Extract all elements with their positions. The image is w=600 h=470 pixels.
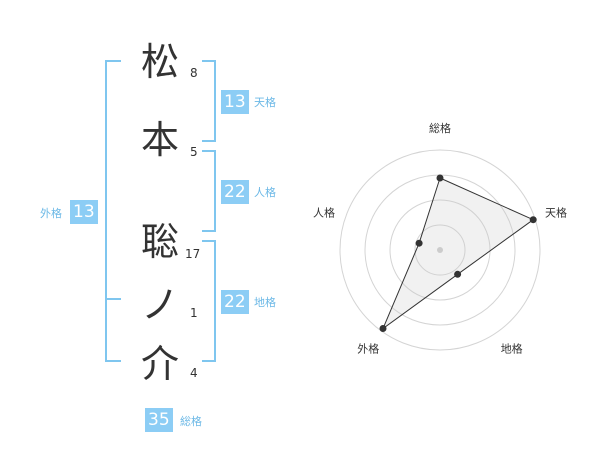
radar-axis-label-0: 総格 xyxy=(429,121,451,135)
radar-point-2 xyxy=(454,270,462,278)
gaikaku-bracket-top xyxy=(105,60,121,300)
tenkaku-badge: 13 xyxy=(221,90,249,114)
radar-axis-label-4: 人格 xyxy=(313,205,335,219)
radar-ring-4 xyxy=(339,149,541,351)
radar-axis-label-2: 地格 xyxy=(501,342,523,356)
radar-point-4 xyxy=(415,239,423,247)
jinkaku-badge: 22 xyxy=(221,180,249,204)
stroke-count-2: 5 xyxy=(190,145,198,159)
radar-ring-1 xyxy=(414,224,466,276)
chikaku-bracket xyxy=(202,240,216,362)
radar-point-1 xyxy=(529,216,537,224)
jinkaku-bracket xyxy=(202,150,216,232)
radar-point-0 xyxy=(436,174,444,182)
name-char-5: 介 xyxy=(140,342,179,386)
name-char-3: 聡 xyxy=(140,220,179,264)
stroke-count-4: 1 xyxy=(190,306,198,320)
radar-axis-label-1: 天格 xyxy=(545,205,567,219)
stroke-count-1: 8 xyxy=(190,66,198,80)
radar-point-3 xyxy=(379,325,387,332)
stroke-count-5: 4 xyxy=(190,366,198,380)
gaikaku-bracket-bottom xyxy=(105,298,121,362)
tenkaku-label: 天格 xyxy=(254,96,276,109)
gaikaku-badge: 13 xyxy=(70,200,98,224)
tenkaku-bracket xyxy=(202,60,216,142)
soukaku-badge: 35 xyxy=(145,408,173,432)
name-char-2: 本 xyxy=(140,118,179,162)
chikaku-label: 地格 xyxy=(254,296,276,309)
radar-area xyxy=(381,177,535,330)
name-char-1: 松 xyxy=(140,40,179,84)
radar-axis-label-3: 外格 xyxy=(357,342,379,356)
chikaku-badge: 22 xyxy=(221,290,249,314)
jinkaku-label: 人格 xyxy=(254,186,276,199)
name-char-4: ノ xyxy=(140,283,179,327)
soukaku-label: 総格 xyxy=(180,415,202,428)
radar-center xyxy=(437,247,443,253)
stroke-count-3: 17 xyxy=(185,247,201,261)
radar-ring-2 xyxy=(389,199,491,301)
gaikaku-label: 外格 xyxy=(40,207,62,220)
